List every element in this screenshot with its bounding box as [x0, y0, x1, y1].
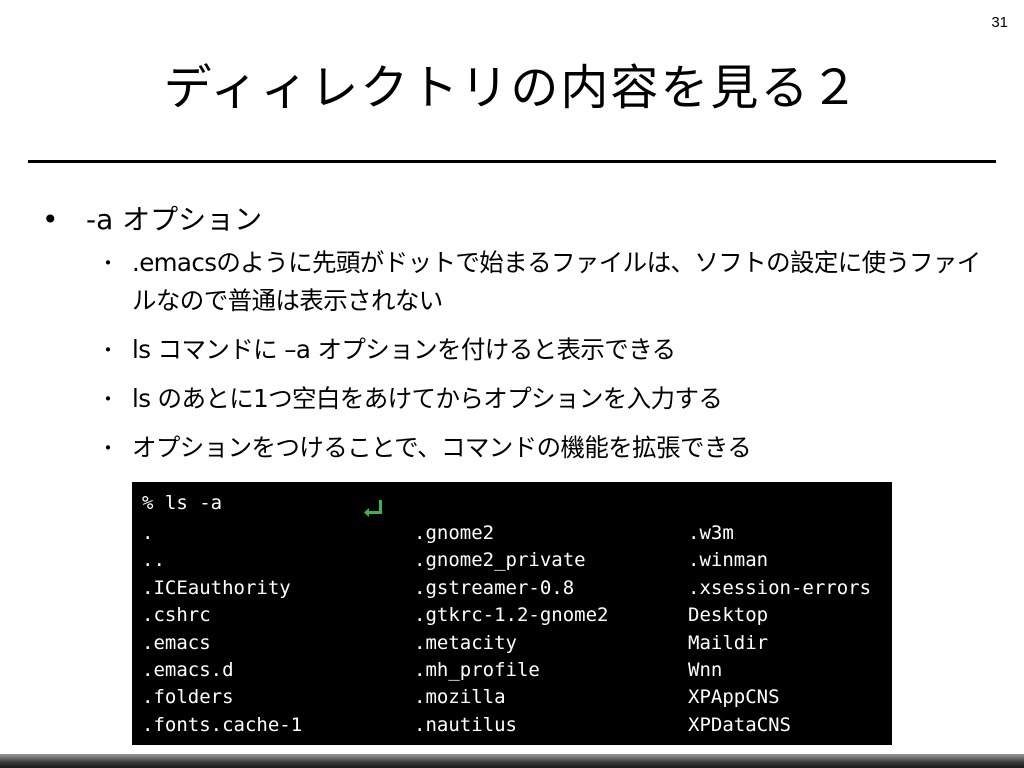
- file-entry: .emacs: [142, 631, 211, 654]
- file-entry: XPAppCNS: [688, 686, 780, 709]
- bullet-list: • -a オプション ・ .emacsのように先頭がドットで始まるファイルは、ソ…: [40, 198, 1000, 478]
- file-entry: .winman: [688, 549, 769, 572]
- terminal-column-3: .w3m .winman .xsession-errors Desktop Ma…: [688, 520, 871, 739]
- file-entry: .cshrc: [142, 604, 211, 627]
- sub-bullet-marker: ・: [98, 387, 118, 411]
- sub-bullet-marker: ・: [98, 251, 118, 275]
- file-entry: .ICEauthority: [142, 576, 291, 599]
- file-entry: .mh_profile: [414, 658, 540, 681]
- file-entry: .gnome2: [414, 522, 495, 544]
- file-entry: .fonts.cache-1: [142, 713, 303, 736]
- terminal-column-2: .gnome2 .gnome2_private .gstreamer-0.8 .…: [414, 520, 608, 739]
- terminal-output: % ls -a . .. .ICEauthority .cshrc .emacs…: [132, 482, 892, 745]
- sub-bullet-list: ・ .emacsのように先頭がドットで始まるファイルは、ソフトの設定に使うファイ…: [40, 244, 1000, 467]
- file-entry: .gtkrc-1.2-gnome2: [414, 604, 609, 627]
- title-divider: [28, 160, 996, 163]
- file-entry: .nautilus: [414, 713, 517, 736]
- file-entry: .gnome2_private: [414, 549, 586, 572]
- sub-bullet-item: ・ .emacsのように先頭がドットで始まるファイルは、ソフトの設定に使うファイ…: [40, 244, 1000, 320]
- terminal-prompt: % ls -a: [142, 492, 223, 514]
- bottom-border-bar: [0, 754, 1024, 768]
- sub-bullet-marker: ・: [98, 338, 118, 362]
- file-entry: .w3m: [688, 522, 734, 544]
- file-entry: Maildir: [688, 631, 769, 654]
- sub-bullet-text: ls のあとに1つ空白をあけてからオプションを入力する: [132, 384, 723, 413]
- sub-bullet-item: ・ オプションをつけることで、コマンドの機能を拡張できる: [40, 429, 1000, 467]
- sub-bullet-text: ls コマンドに –a オプションを付けると表示できる: [132, 335, 676, 364]
- file-entry: .metacity: [414, 631, 517, 654]
- sub-bullet-item: ・ ls コマンドに –a オプションを付けると表示できる: [40, 331, 1000, 369]
- file-entry: XPDataCNS: [688, 713, 791, 736]
- slide-title: ディィレクトリの内容を見る２: [163, 60, 861, 116]
- slide-number: 31: [991, 14, 1008, 31]
- file-entry: Wnn: [688, 658, 723, 681]
- sub-bullet-item: ・ ls のあとに1つ空白をあけてからオプションを入力する: [40, 380, 1000, 418]
- file-entry: ..: [142, 549, 165, 572]
- file-entry: .emacs.d: [142, 658, 234, 681]
- terminal-column-1: . .. .ICEauthority .cshrc .emacs .emacs.…: [142, 520, 302, 739]
- file-entry: Desktop: [688, 604, 769, 627]
- file-entry: .mozilla: [414, 686, 506, 709]
- bullet-main: • -a オプション: [40, 198, 1000, 242]
- file-entry: .xsession-errors: [688, 576, 872, 599]
- enter-key-icon: [364, 500, 382, 517]
- bullet-marker: •: [42, 203, 59, 236]
- sub-bullet-text: オプションをつけることで、コマンドの機能を拡張できる: [132, 433, 752, 462]
- file-entry: .gstreamer-0.8: [414, 576, 575, 599]
- file-entry: .: [142, 522, 154, 544]
- sub-bullet-text: .emacsのように先頭がドットで始まるファイルは、ソフトの設定に使うファイルな…: [132, 248, 981, 315]
- sub-bullet-marker: ・: [98, 436, 118, 460]
- file-entry: .folders: [142, 686, 234, 709]
- bullet-main-text: -a オプション: [86, 203, 263, 236]
